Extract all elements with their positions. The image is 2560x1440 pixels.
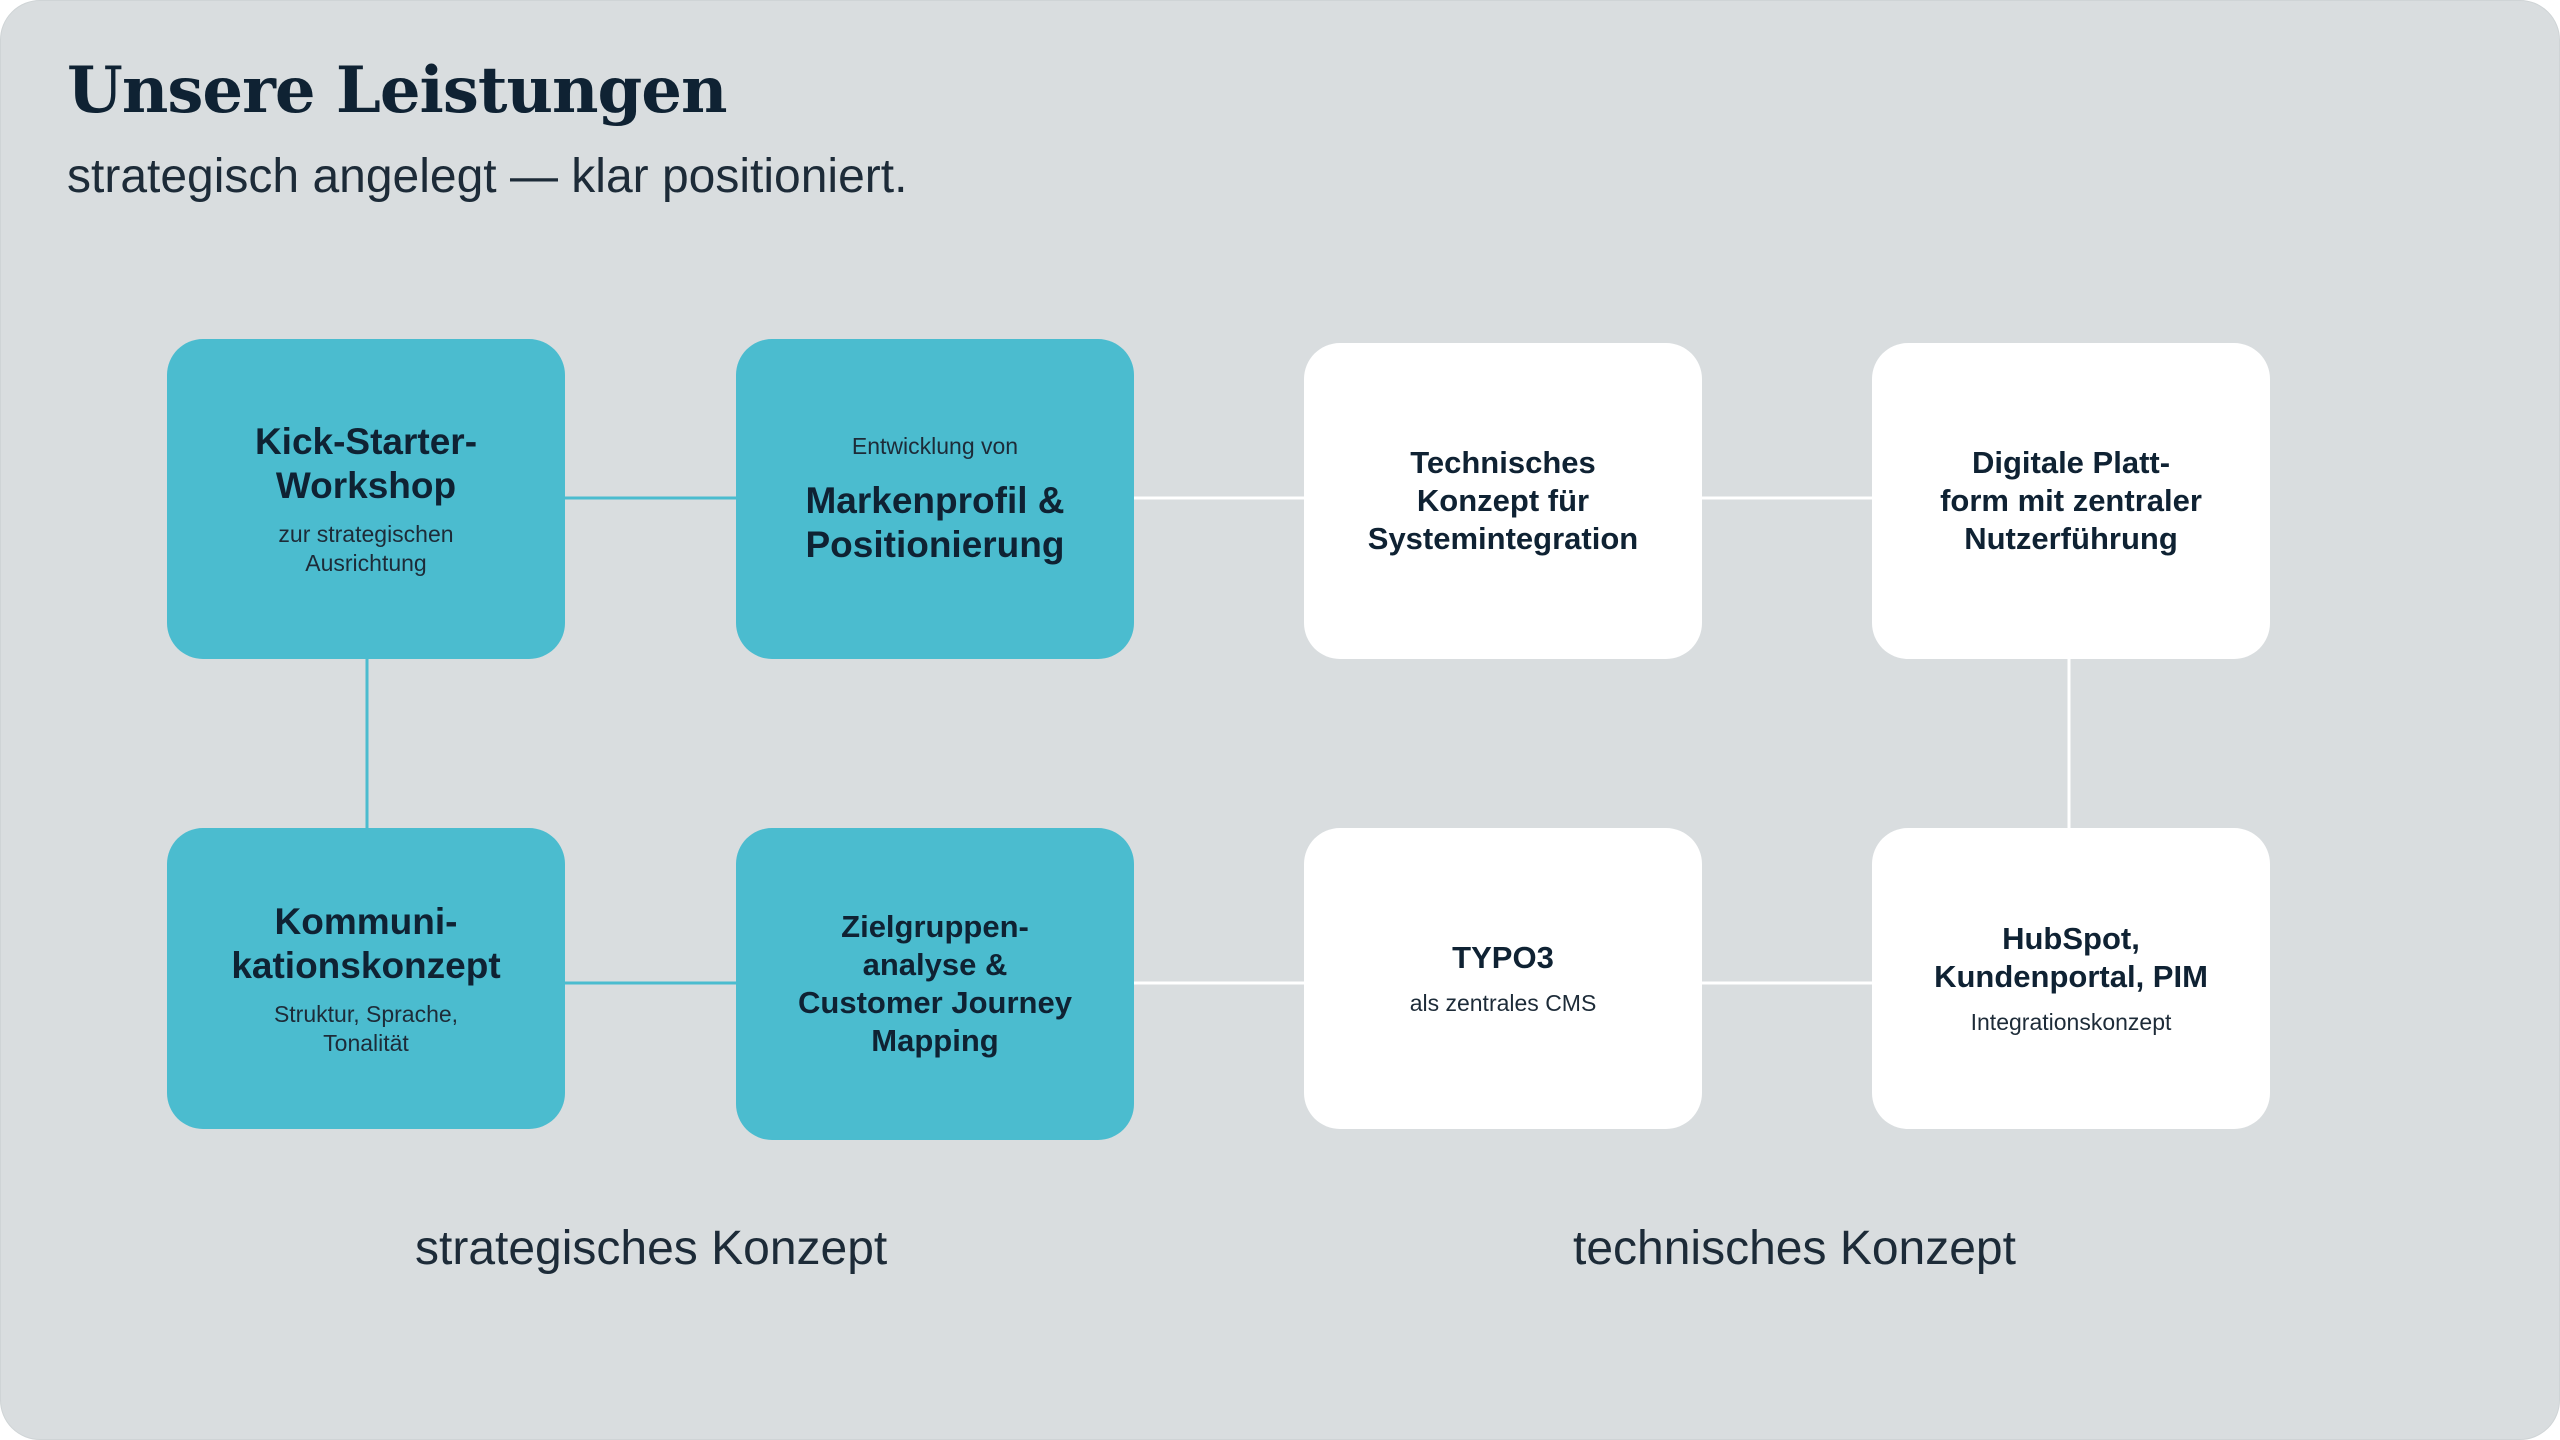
box-technisches-konzept: Technisches Konzept für Systemintegratio…: [1304, 343, 1702, 659]
kommunikation-title: Kommuni- kationskonzept: [231, 900, 501, 986]
box-kommunikationskonzept: Kommuni- kationskonzept Struktur, Sprach…: [167, 828, 565, 1129]
box-zielgruppenanalyse: Zielgruppen- analyse & Customer Journey …: [736, 828, 1134, 1140]
box-kickstarter-workshop: Kick-Starter- Workshop zur strategischen…: [167, 339, 565, 659]
hubspot-subtitle: Integrationskonzept: [1970, 1009, 2172, 1035]
page-title: Unsere Leistungen: [67, 53, 727, 128]
technisches-konzept-title: Technisches Konzept für Systemintegratio…: [1367, 445, 1639, 556]
box-hubspot: HubSpot, Kundenportal, PIM Integrationsk…: [1872, 828, 2270, 1129]
digitale-plattform-title: Digitale Platt- form mit zentraler Nutze…: [1940, 445, 2202, 556]
zielgruppen-title: Zielgruppen- analyse & Customer Journey …: [798, 909, 1072, 1058]
caption-strategisches-konzept: strategisches Konzept: [415, 1222, 888, 1275]
kickstarter-title: Kick-Starter- Workshop: [254, 421, 478, 506]
box-digitale-plattform: Digitale Platt- form mit zentraler Nutze…: [1872, 343, 2270, 659]
kommunikation-subtitle: Struktur, Sprache, Tonalität: [273, 1000, 459, 1056]
typo3-title: TYPO3: [1452, 940, 1554, 975]
box-typo3: TYPO3 als zentrales CMS: [1304, 828, 1702, 1129]
markenprofil-pre: Entwicklung von: [851, 432, 1019, 459]
markenprofil-title: Markenprofil & Positionierung: [805, 479, 1065, 565]
box-markenprofil: Entwicklung von Markenprofil & Positioni…: [736, 339, 1134, 659]
typo3-subtitle: als zentrales CMS: [1409, 990, 1597, 1016]
kickstarter-subtitle: zur strategischen Ausrichtung: [278, 521, 454, 576]
hubspot-title: HubSpot, Kundenportal, PIM: [1934, 921, 2208, 994]
caption-technisches-konzept: technisches Konzept: [1573, 1222, 2016, 1275]
page-subtitle: strategisch angelegt — klar positioniert…: [67, 150, 908, 203]
